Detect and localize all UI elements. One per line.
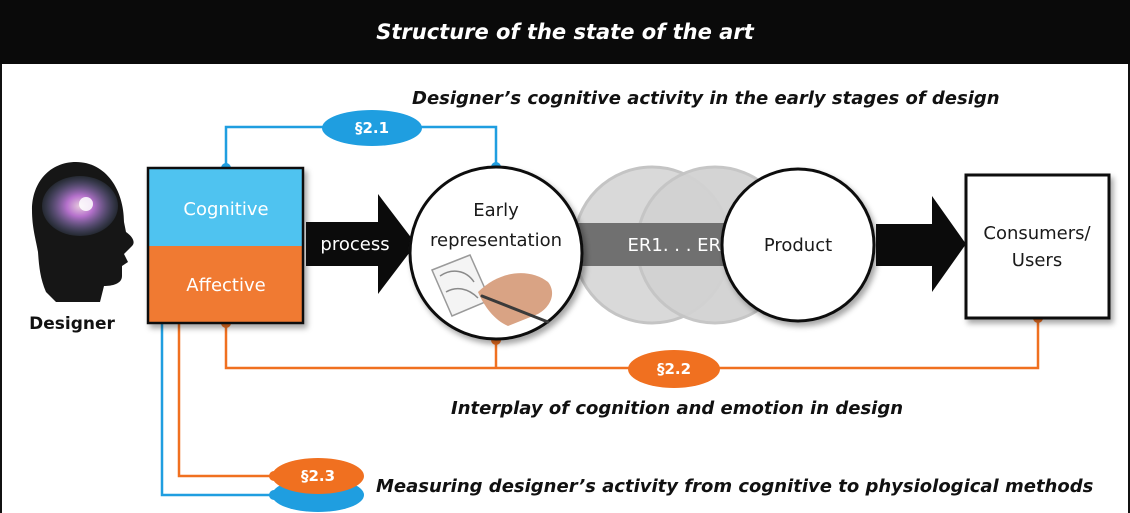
sketch-hand-illustration [431,254,553,326]
connector-s21 [224,125,498,168]
badge-label-s22: §2.2 [657,360,691,378]
designer-label: Designer [29,314,115,334]
consumers-box [964,173,1111,320]
caption-s21: Designer’s cognitive activity in the ear… [412,88,1000,109]
caption-s23: Measuring designer’s activity from cogni… [376,476,1094,497]
connector-s22 [224,318,1040,370]
frame-right-border [1128,64,1130,513]
cognitive-label: Cognitive [183,199,268,220]
product-label: Product [764,235,832,256]
early-label-line2: representation [430,230,562,251]
connector-s23-affective [177,312,278,478]
section-badge-s21[interactable] [322,110,422,146]
frame-left-border [0,64,2,513]
cognitive-affective-box [146,166,305,325]
consumers-label-line2: Users [1012,250,1062,271]
early-label-line1: Early [473,200,519,221]
designer-head-icon [32,162,134,302]
badge-label-s21: §2.1 [355,119,389,137]
section-badge-s22[interactable] [628,350,720,388]
consumers-label-line1: Consumers/ [983,223,1091,244]
delivery-arrow [876,196,966,292]
process-arrow [306,194,416,294]
iterations-label: ER1. . . ERn [628,235,733,256]
iteration-band [565,223,740,266]
product-node [720,167,876,323]
caption-s22: Interplay of cognition and emotion in de… [451,398,903,419]
section-badge-s23[interactable] [272,458,364,512]
badge-label-s23: §2.3 [301,467,335,485]
diagram-title: Structure of the state of the art [376,20,754,44]
process-label: process [320,234,389,255]
affective-label: Affective [186,275,265,296]
title-bar: Structure of the state of the art [0,0,1130,64]
